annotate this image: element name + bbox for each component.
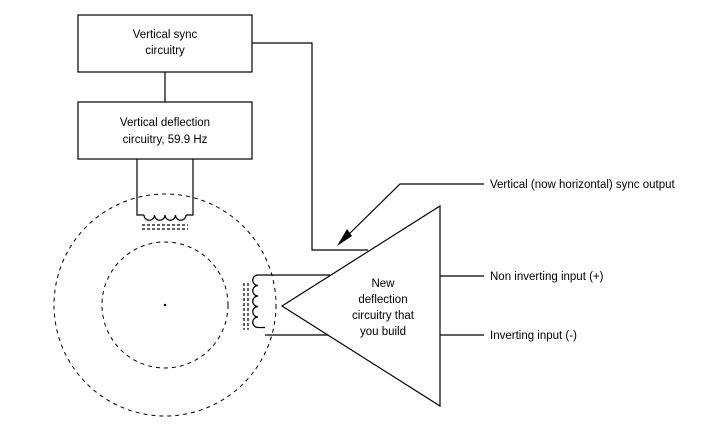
sync-output-pointer xyxy=(337,183,484,246)
top-coil-wire-left xyxy=(136,159,144,216)
vertical-deflection-label-1: Vertical deflection xyxy=(120,117,210,129)
new-circuit-label-1: New xyxy=(371,278,395,290)
vertical-sync-block: Vertical sync circuitry xyxy=(77,14,253,73)
vertical-sync-label-2: circuitry xyxy=(145,45,185,57)
top-yoke-coil xyxy=(142,214,188,230)
crt-center-dot xyxy=(163,303,167,307)
top-coil-wire-right xyxy=(186,159,194,216)
new-circuit-label-2: deflection xyxy=(358,294,407,306)
new-deflection-circuit: New deflection circuitry that you build xyxy=(280,204,441,408)
new-circuit-label-3: circuitry that xyxy=(352,310,415,322)
non-inverting-label: Non inverting input (+) xyxy=(490,271,604,283)
crt-outer-circle xyxy=(53,193,277,417)
sync-output-label: Vertical (now horizontal) sync output xyxy=(490,179,676,191)
vertical-sync-label-1: Vertical sync xyxy=(133,29,198,41)
vertical-deflection-block: Vertical deflection circuitry, 59.9 Hz xyxy=(77,101,253,160)
inverting-label: Inverting input (-) xyxy=(490,330,577,342)
new-circuit-label-4: you build xyxy=(360,326,406,338)
vertical-deflection-label-2: circuitry, 59.9 Hz xyxy=(123,134,208,146)
sync-wire xyxy=(252,42,368,251)
crt-inner-circle xyxy=(101,241,229,369)
side-yoke-coil xyxy=(243,274,265,330)
